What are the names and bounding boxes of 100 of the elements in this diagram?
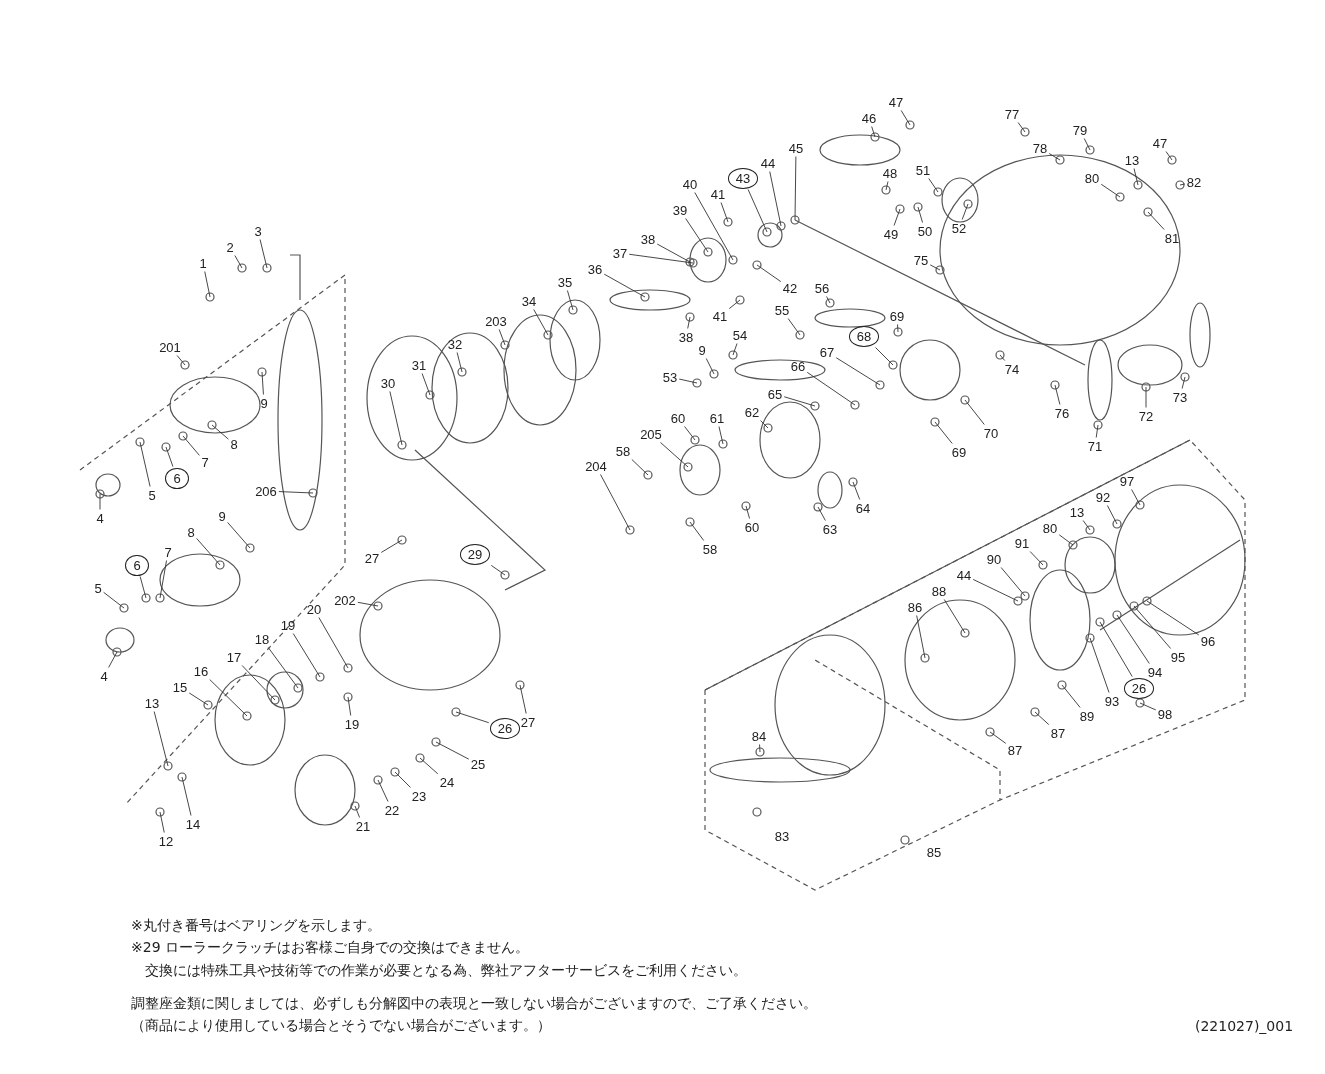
leader-line: [916, 615, 926, 659]
leader-line: [292, 633, 321, 678]
leader-line: [687, 316, 691, 329]
callout-number: 74: [1003, 361, 1021, 377]
leader-line: [357, 601, 379, 607]
leader-line: [917, 206, 923, 223]
callout-number: 47: [887, 94, 905, 110]
leader-line: [1133, 605, 1172, 649]
callout-number: 17: [225, 649, 243, 665]
leader-line: [689, 521, 705, 541]
callout-number: 94: [1146, 664, 1164, 680]
leader-line: [900, 110, 911, 126]
leader-line: [1058, 534, 1074, 546]
leader-line: [943, 599, 966, 634]
leader-line: [278, 491, 314, 494]
callout-number: 90: [985, 551, 1003, 567]
callout-number: 27: [519, 714, 537, 730]
note-text: 調整座金類に関しましては、必ずしも分解図中の表現と一致しない場合がございますので、ご了承ください。: [131, 995, 817, 1013]
leader-line: [419, 757, 439, 775]
callout-number: 85: [925, 844, 943, 860]
leader-line: [783, 396, 816, 407]
leader-line: [685, 218, 709, 253]
leader-line: [354, 805, 361, 818]
leader-line: [1116, 614, 1150, 664]
leader-line: [389, 391, 403, 446]
callout-number: 91: [1013, 535, 1031, 551]
leader-line: [794, 156, 797, 221]
callout-number: 84: [750, 728, 768, 744]
callout-number: 87: [1049, 725, 1067, 741]
callout-number: 61: [708, 410, 726, 426]
note-text: （商品により使用している場合とそうでない場合がございます。）: [131, 1017, 551, 1035]
callout-number: 67: [818, 344, 836, 360]
leader-line: [603, 273, 646, 298]
leader-line: [759, 744, 761, 753]
leader-line: [826, 296, 831, 304]
leader-line: [929, 264, 941, 271]
leader-line: [1165, 151, 1173, 161]
callout-number: 4: [99, 668, 109, 684]
leader-line: [1147, 211, 1165, 230]
leader-line: [267, 647, 299, 689]
leader-line: [1133, 168, 1139, 186]
leader-line: [817, 506, 826, 521]
leader-line: [769, 171, 782, 227]
callout-number: 92: [1094, 489, 1112, 505]
leader-line: [656, 243, 691, 263]
callout-number: 76: [1053, 405, 1071, 421]
leader-line: [928, 178, 939, 193]
callout-number: 56: [813, 280, 831, 296]
callout-number: 98: [1156, 706, 1174, 722]
note-text: ※丸付き番号はベアリングを示します。: [131, 917, 381, 935]
leader-line: [139, 441, 151, 487]
callout-number: 63: [821, 521, 839, 537]
callout-number: 79: [1071, 122, 1089, 138]
leader-line: [871, 126, 876, 138]
leader-line: [600, 474, 631, 531]
callout-number: 97: [1118, 473, 1136, 489]
leader-line: [631, 459, 649, 476]
callout-number: 66: [789, 358, 807, 374]
callout-number: 13: [1123, 152, 1141, 168]
leader-line: [318, 617, 349, 669]
callout-number: 1: [198, 255, 208, 271]
callout-number: 36: [586, 261, 604, 277]
callout-number: 96: [1199, 633, 1217, 649]
callout-number: 23: [410, 788, 428, 804]
leader-line: [394, 771, 411, 788]
callout-number: 5: [93, 580, 103, 596]
leader-line: [897, 324, 899, 333]
callout-number: 52: [950, 220, 968, 236]
callout-number: 58: [701, 541, 719, 557]
callout-number: 40: [681, 176, 699, 192]
leader-line: [377, 779, 389, 802]
leader-line: [852, 481, 861, 500]
leader-line: [756, 264, 782, 282]
leader-line: [934, 421, 953, 444]
leader-line: [108, 651, 118, 668]
callout-number: 71: [1086, 438, 1104, 454]
leader-line: [159, 560, 167, 599]
leader-line: [209, 679, 248, 717]
callout-number: 4: [95, 510, 105, 526]
callout-number: 19: [279, 617, 297, 633]
leader-line: [1139, 702, 1157, 711]
callout-number: 3: [253, 223, 263, 239]
leader-line: [211, 424, 229, 440]
callout-number: 70: [982, 425, 1000, 441]
callout-number: 16: [192, 663, 210, 679]
leader-line: [1089, 637, 1110, 693]
leader-line: [684, 426, 696, 441]
callout-number: 8: [229, 436, 239, 452]
leader-line: [875, 347, 894, 366]
callout-number: 53: [661, 369, 679, 385]
callout-number: 75: [912, 252, 930, 268]
callout-number: 78: [1031, 140, 1049, 156]
callout-number: 30: [379, 375, 397, 391]
leader-line: [182, 435, 200, 456]
leader-line: [99, 493, 101, 510]
leader-line: [972, 579, 1019, 602]
leader-line: [1017, 122, 1026, 133]
callout-number: 62: [743, 404, 761, 420]
leader-line: [989, 731, 1007, 744]
callout-number: 18: [253, 631, 271, 647]
